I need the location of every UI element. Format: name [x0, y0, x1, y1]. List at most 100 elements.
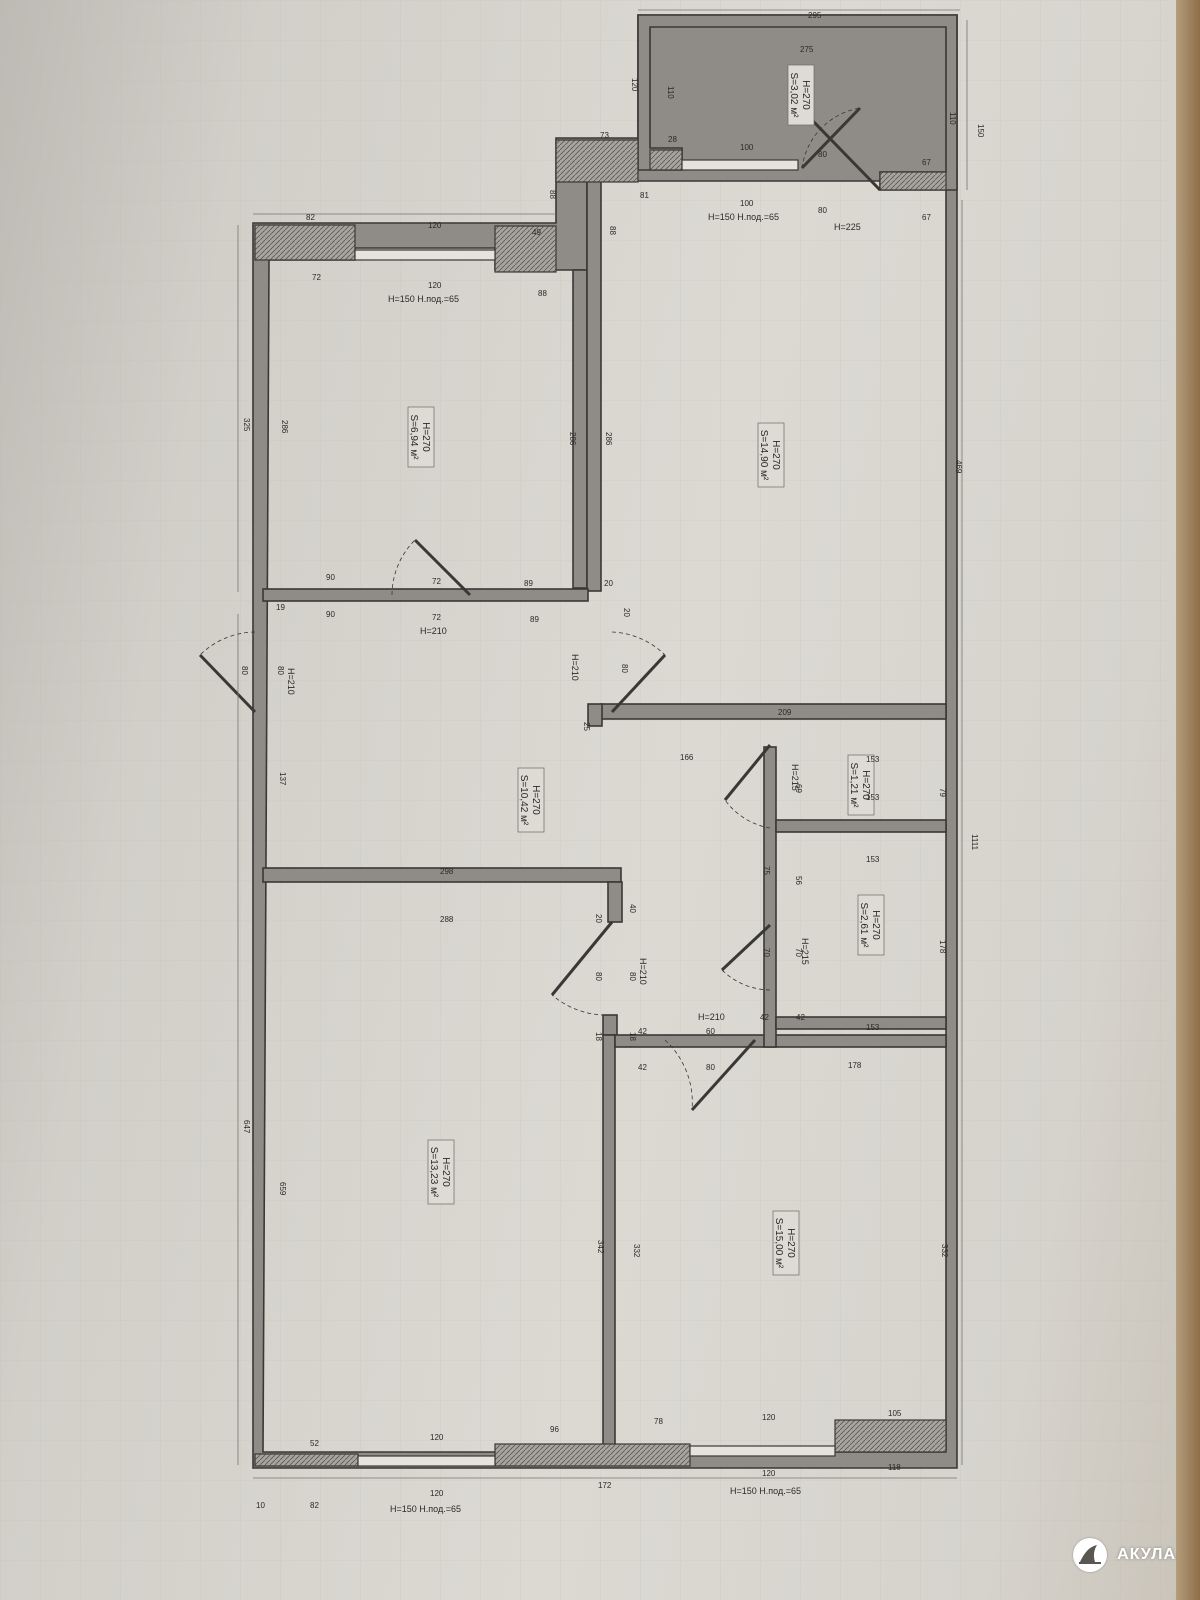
svg-text:332: 332	[632, 1244, 641, 1258]
room-label-wc: H=270 S=1,21 м²	[847, 754, 875, 816]
svg-text:80: 80	[620, 664, 629, 673]
svg-text:96: 96	[550, 1425, 559, 1434]
wall-piers	[254, 139, 947, 1467]
svg-text:80: 80	[628, 972, 637, 981]
window-label: H=150 Н.под.=65	[388, 294, 459, 304]
svg-text:288: 288	[440, 915, 454, 924]
room-height: H=270	[785, 1228, 796, 1258]
door-label: H=210	[698, 1012, 725, 1022]
door-label: H=210	[570, 654, 580, 681]
svg-text:42: 42	[796, 1013, 805, 1022]
room-height: H=270	[420, 422, 431, 452]
svg-text:120: 120	[430, 1489, 444, 1498]
svg-text:166: 166	[680, 753, 694, 762]
svg-text:79: 79	[938, 788, 947, 797]
svg-text:80: 80	[818, 206, 827, 215]
svg-text:25: 25	[582, 722, 591, 731]
svg-text:298: 298	[440, 867, 454, 876]
svg-text:88: 88	[608, 226, 617, 235]
room-label-hall: H=270 S=10,42 м²	[517, 767, 545, 833]
svg-text:49: 49	[532, 228, 541, 237]
svg-text:60: 60	[706, 1027, 715, 1036]
svg-text:18: 18	[628, 1032, 637, 1041]
room-area: S=1,21 м²	[848, 763, 859, 809]
table-edge	[1176, 0, 1200, 1600]
window-label: H=150 Н.под.=65	[708, 212, 779, 222]
svg-text:72: 72	[432, 613, 441, 622]
svg-text:120: 120	[428, 281, 442, 290]
svg-text:67: 67	[922, 158, 931, 167]
door-label: H=210	[420, 626, 447, 636]
svg-text:325: 325	[242, 418, 251, 432]
svg-text:72: 72	[432, 577, 441, 586]
svg-text:73: 73	[600, 131, 609, 140]
room-area: S=13,23 м²	[428, 1147, 439, 1198]
svg-text:100: 100	[740, 143, 754, 152]
room-height: H=270	[860, 770, 871, 800]
logo-text: АКУЛА	[1117, 1546, 1176, 1563]
door-label: H=225	[834, 222, 861, 232]
svg-text:42: 42	[638, 1027, 647, 1036]
svg-text:110: 110	[948, 112, 957, 125]
room-area: S=15,00 м²	[773, 1218, 784, 1269]
svg-text:286: 286	[280, 420, 289, 434]
room-label-bedroom-nw: H=270 S=6,94 м²	[407, 406, 435, 468]
svg-text:153: 153	[866, 855, 880, 864]
svg-text:70: 70	[762, 948, 771, 957]
windows	[354, 159, 836, 1467]
svg-text:89: 89	[524, 579, 533, 588]
svg-text:20: 20	[594, 914, 603, 923]
svg-text:52: 52	[310, 1439, 319, 1448]
svg-text:137: 137	[278, 772, 287, 786]
room-label-bath: H=270 S=2,61 м²	[857, 894, 885, 956]
svg-text:178: 178	[848, 1061, 862, 1070]
svg-text:659: 659	[278, 1182, 287, 1196]
shark-fin-icon	[1073, 1538, 1108, 1572]
svg-text:42: 42	[760, 1013, 769, 1022]
svg-text:90: 90	[326, 610, 335, 619]
svg-text:82: 82	[306, 213, 315, 222]
svg-text:56: 56	[794, 876, 803, 885]
door-label: H=215	[790, 764, 800, 791]
watermark-logo: АКУЛА	[1073, 1538, 1176, 1572]
svg-text:18: 18	[594, 1032, 603, 1041]
svg-text:20: 20	[622, 608, 631, 617]
svg-text:120: 120	[762, 1469, 776, 1478]
svg-text:10: 10	[256, 1501, 265, 1510]
svg-text:118: 118	[888, 1463, 901, 1472]
door-label: H=210	[638, 958, 648, 985]
svg-text:88: 88	[548, 190, 557, 199]
svg-text:75: 75	[762, 866, 771, 875]
svg-text:88: 88	[538, 289, 547, 298]
room-height: H=270	[870, 910, 881, 940]
svg-text:286: 286	[604, 432, 613, 446]
svg-text:70: 70	[794, 948, 803, 957]
svg-text:178: 178	[938, 940, 947, 954]
svg-text:80: 80	[706, 1063, 715, 1072]
svg-text:100: 100	[740, 199, 754, 208]
svg-text:120: 120	[762, 1413, 776, 1422]
doors	[198, 106, 882, 1112]
room-area: S=14,90 м²	[758, 430, 769, 481]
svg-text:647: 647	[242, 1120, 251, 1134]
room-area: S=10,42 м²	[518, 775, 529, 826]
svg-text:1111: 1111	[970, 834, 979, 851]
svg-text:82: 82	[310, 1501, 319, 1510]
svg-text:153: 153	[866, 793, 880, 802]
svg-text:81: 81	[640, 191, 649, 200]
opening-labels: H=150 Н.под.=65 H=150 Н.под.=65 H=225 H=…	[286, 212, 861, 1514]
svg-text:332: 332	[940, 1244, 949, 1258]
svg-text:28: 28	[668, 135, 677, 144]
svg-text:19: 19	[276, 603, 285, 612]
room-label-room-se: H=270 S=15,00 м²	[772, 1210, 800, 1276]
room-area: S=6,94 м²	[408, 415, 419, 461]
room-area: S=2,61 м²	[858, 903, 869, 949]
room-height: H=270	[440, 1157, 451, 1187]
svg-text:69: 69	[794, 784, 803, 793]
svg-text:153: 153	[866, 1023, 880, 1032]
svg-text:150: 150	[976, 124, 985, 138]
svg-text:286: 286	[568, 432, 577, 446]
door-label: H=210	[286, 668, 296, 695]
svg-text:275: 275	[800, 45, 814, 54]
